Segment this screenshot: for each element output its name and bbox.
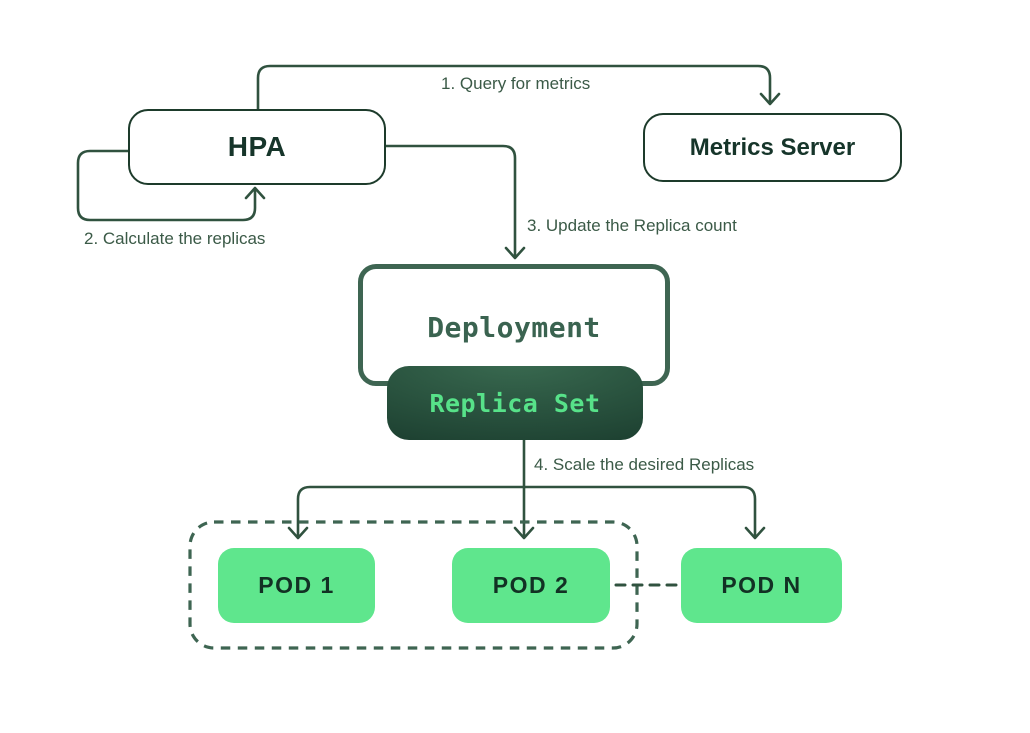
edge-label-calculate: 2. Calculate the replicas: [84, 229, 266, 248]
node-pod-2: POD 2: [452, 548, 610, 623]
node-metrics-server-label: Metrics Server: [689, 133, 856, 161]
edge-scale-left-arrowhead-icon: [287, 526, 309, 540]
edge-label-update: 3. Update the Replica count: [527, 216, 737, 235]
node-hpa-label: HPA: [227, 131, 287, 162]
node-deployment-label: Deployment: [427, 311, 601, 344]
edge-label-query: 1. Query for metrics: [441, 74, 591, 93]
node-pod-1-label: POD 1: [258, 572, 335, 598]
edge-update-arrowhead-icon: [504, 246, 526, 260]
node-deployment: Deployment: [358, 264, 670, 386]
node-pod-2-label: POD 2: [492, 572, 570, 598]
edge-query-arrowhead-icon: [759, 92, 781, 106]
node-pod-n-label: POD N: [721, 572, 802, 598]
node-pod-n: POD N: [681, 548, 842, 623]
node-hpa: HPA: [128, 109, 386, 185]
node-replica-set: Replica Set: [387, 366, 643, 440]
node-pod-1: POD 1: [218, 548, 375, 623]
edge-calculate-line: [76, 149, 257, 222]
edge-label-scale: 4. Scale the desired Replicas: [534, 455, 755, 474]
edge-update-line: [384, 144, 517, 258]
edge-scale-left-line: [296, 485, 526, 538]
edge-query-line: [256, 64, 772, 111]
pod-group-dashed-border: [188, 520, 639, 650]
node-metrics-server: Metrics Server: [643, 113, 902, 182]
edge-scale-center-arrowhead-icon: [513, 526, 535, 540]
edge-scale-right-arrowhead-icon: [744, 526, 766, 540]
edge-calculate-arrowhead-icon: [244, 186, 266, 200]
node-replica-set-label: Replica Set: [429, 388, 601, 418]
edge-scale-right-line: [522, 485, 757, 538]
